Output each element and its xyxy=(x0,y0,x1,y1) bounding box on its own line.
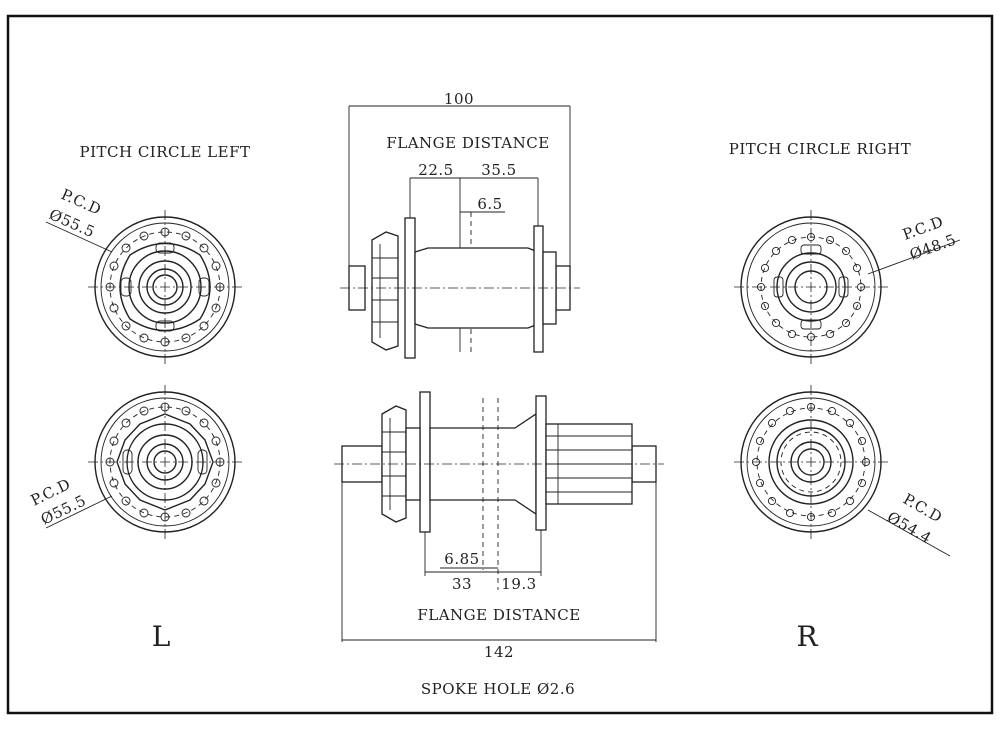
pitch-circle-left-heading: PITCH CIRCLE LEFT xyxy=(79,143,250,161)
side-right-letter: R xyxy=(796,620,818,653)
spoke-hole-note: SPOKE HOLE Ø2.6 xyxy=(421,680,575,698)
rear-left-flange-view xyxy=(45,385,242,539)
front-right-flange-dim: 35.5 xyxy=(481,161,516,179)
front-left-flange-dim: 22.5 xyxy=(418,161,453,179)
side-left-letter: L xyxy=(152,620,171,653)
front-flange-distance-title: FLANGE DISTANCE xyxy=(386,134,549,152)
pitch-circle-right-heading: PITCH CIRCLE RIGHT xyxy=(729,140,912,158)
rear-right-flange-dim: 19.3 xyxy=(501,575,536,593)
rear-right-flange-view xyxy=(734,385,951,557)
rear-overall-dim: 142 xyxy=(484,643,514,661)
rear-hub-side-view xyxy=(334,391,664,642)
rear-offset-dim: 6.85 xyxy=(444,550,479,568)
front-left-flange-view xyxy=(45,210,242,364)
front-right-flange-view xyxy=(734,210,961,364)
front-hub-side-view xyxy=(340,105,580,359)
front-offset-dim: 6.5 xyxy=(477,195,502,213)
rear-flange-distance-title: FLANGE DISTANCE xyxy=(417,606,580,624)
drawing-frame xyxy=(6,14,994,715)
rear-left-flange-dim: 33 xyxy=(452,575,472,593)
front-overall-dim: 100 xyxy=(444,90,474,108)
